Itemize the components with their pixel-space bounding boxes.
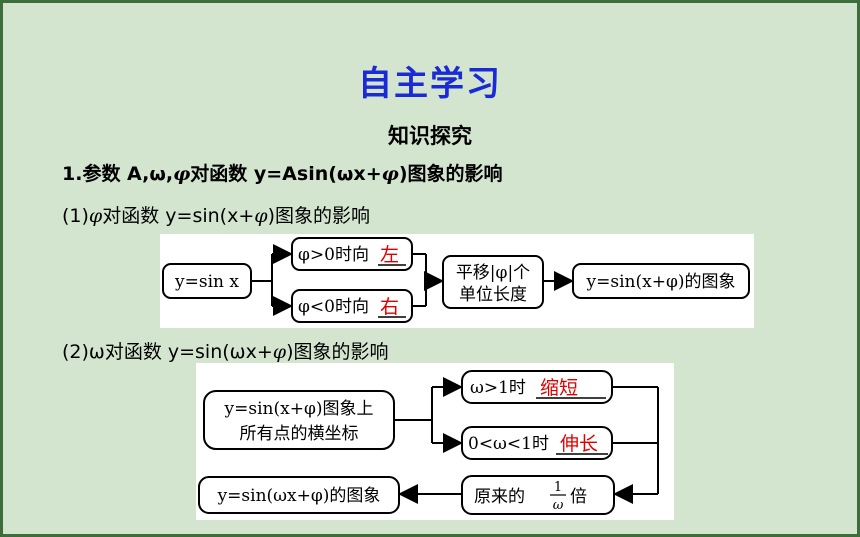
- d2-cond-lt-fill: 伸长: [560, 433, 598, 455]
- diagram-omega-scale: y=sin(x+φ)图象上 所有点的横坐标 ω>1时 缩短 0<ω<1时 伸长 …: [196, 363, 674, 520]
- slide-subtitle: 知识探究: [388, 124, 472, 148]
- diagram-phi-shift-svg: y=sin x φ>0时向 左 φ<0时向 右 平移|φ|个 单位长度 y=si…: [162, 237, 750, 323]
- item-1-prefix: 1.参数 A,ω,: [62, 163, 174, 185]
- sub-2-phi: φ: [272, 341, 287, 363]
- sub-1-phi: φ: [88, 205, 103, 227]
- d1-cond-neg-text: φ<0时向: [298, 297, 369, 317]
- sub-1-end: )图象的影响: [267, 205, 370, 227]
- d2-scale-suffix: 倍: [570, 487, 587, 507]
- item-1-end: )图象的影响: [398, 163, 503, 185]
- d1-result-box: [572, 263, 750, 299]
- d1-cond-pos-fill: 左: [380, 244, 399, 266]
- sub-1-heading: (1)φ对函数 y=sin(x+φ)图象的影响: [62, 201, 370, 228]
- item-1-phi-2: φ: [381, 163, 399, 185]
- d2-scale-numerator: 1: [554, 480, 562, 495]
- sub-2-prefix: (2)ω对函数 y=sin(ωx+: [62, 341, 273, 363]
- sub-1-mid: 对函数 y=sin(x+: [102, 205, 255, 227]
- d1-shift-line1: 平移|φ|个: [456, 263, 530, 283]
- d1-cond-neg-fill: 右: [380, 296, 399, 318]
- item-1-suffix: 对函数 y=Asin(ωx+: [190, 163, 382, 185]
- diagram-omega-scale-svg: y=sin(x+φ)图象上 所有点的横坐标 ω>1时 缩短 0<ω<1时 伸长 …: [198, 370, 659, 515]
- d2-cond-gt-fill: 缩短: [540, 377, 578, 399]
- d2-cond-gt-text: ω>1时: [470, 378, 526, 398]
- sub-1-phi-2: φ: [254, 205, 268, 227]
- sub-1-prefix: (1): [62, 205, 89, 227]
- item-1-phi: φ: [173, 163, 191, 185]
- d2-scale-denominator: ω: [553, 498, 564, 513]
- d2-start-line2: 所有点的横坐标: [240, 424, 359, 444]
- d1-shift-line2: 单位长度: [459, 285, 527, 305]
- d1-result-text: y=sin(x+φ)的图象: [586, 272, 736, 292]
- d2-cond-lt-text: 0<ω<1时: [468, 434, 549, 454]
- sub-2-end: )图象的影响: [286, 341, 389, 363]
- item-1-heading: 1.参数 A,ω,φ对函数 y=Asin(ωx+φ)图象的影响: [62, 159, 503, 186]
- diagram-phi-shift: y=sin x φ>0时向 左 φ<0时向 右 平移|φ|个 单位长度 y=si…: [160, 234, 754, 328]
- slide-title: 自主学习: [358, 64, 502, 104]
- d1-start-text: y=sin x: [174, 272, 239, 292]
- d2-result-text: y=sin(ωx+φ)的图象: [217, 486, 381, 506]
- d2-scale-prefix: 原来的: [474, 487, 525, 507]
- sub-2-heading: (2)ω对函数 y=sin(ωx+φ)图象的影响: [62, 337, 388, 364]
- d1-cond-pos-text: φ>0时向: [298, 245, 369, 265]
- d2-result-box: [198, 476, 400, 514]
- d2-start-line1: y=sin(x+φ)图象上: [224, 399, 374, 419]
